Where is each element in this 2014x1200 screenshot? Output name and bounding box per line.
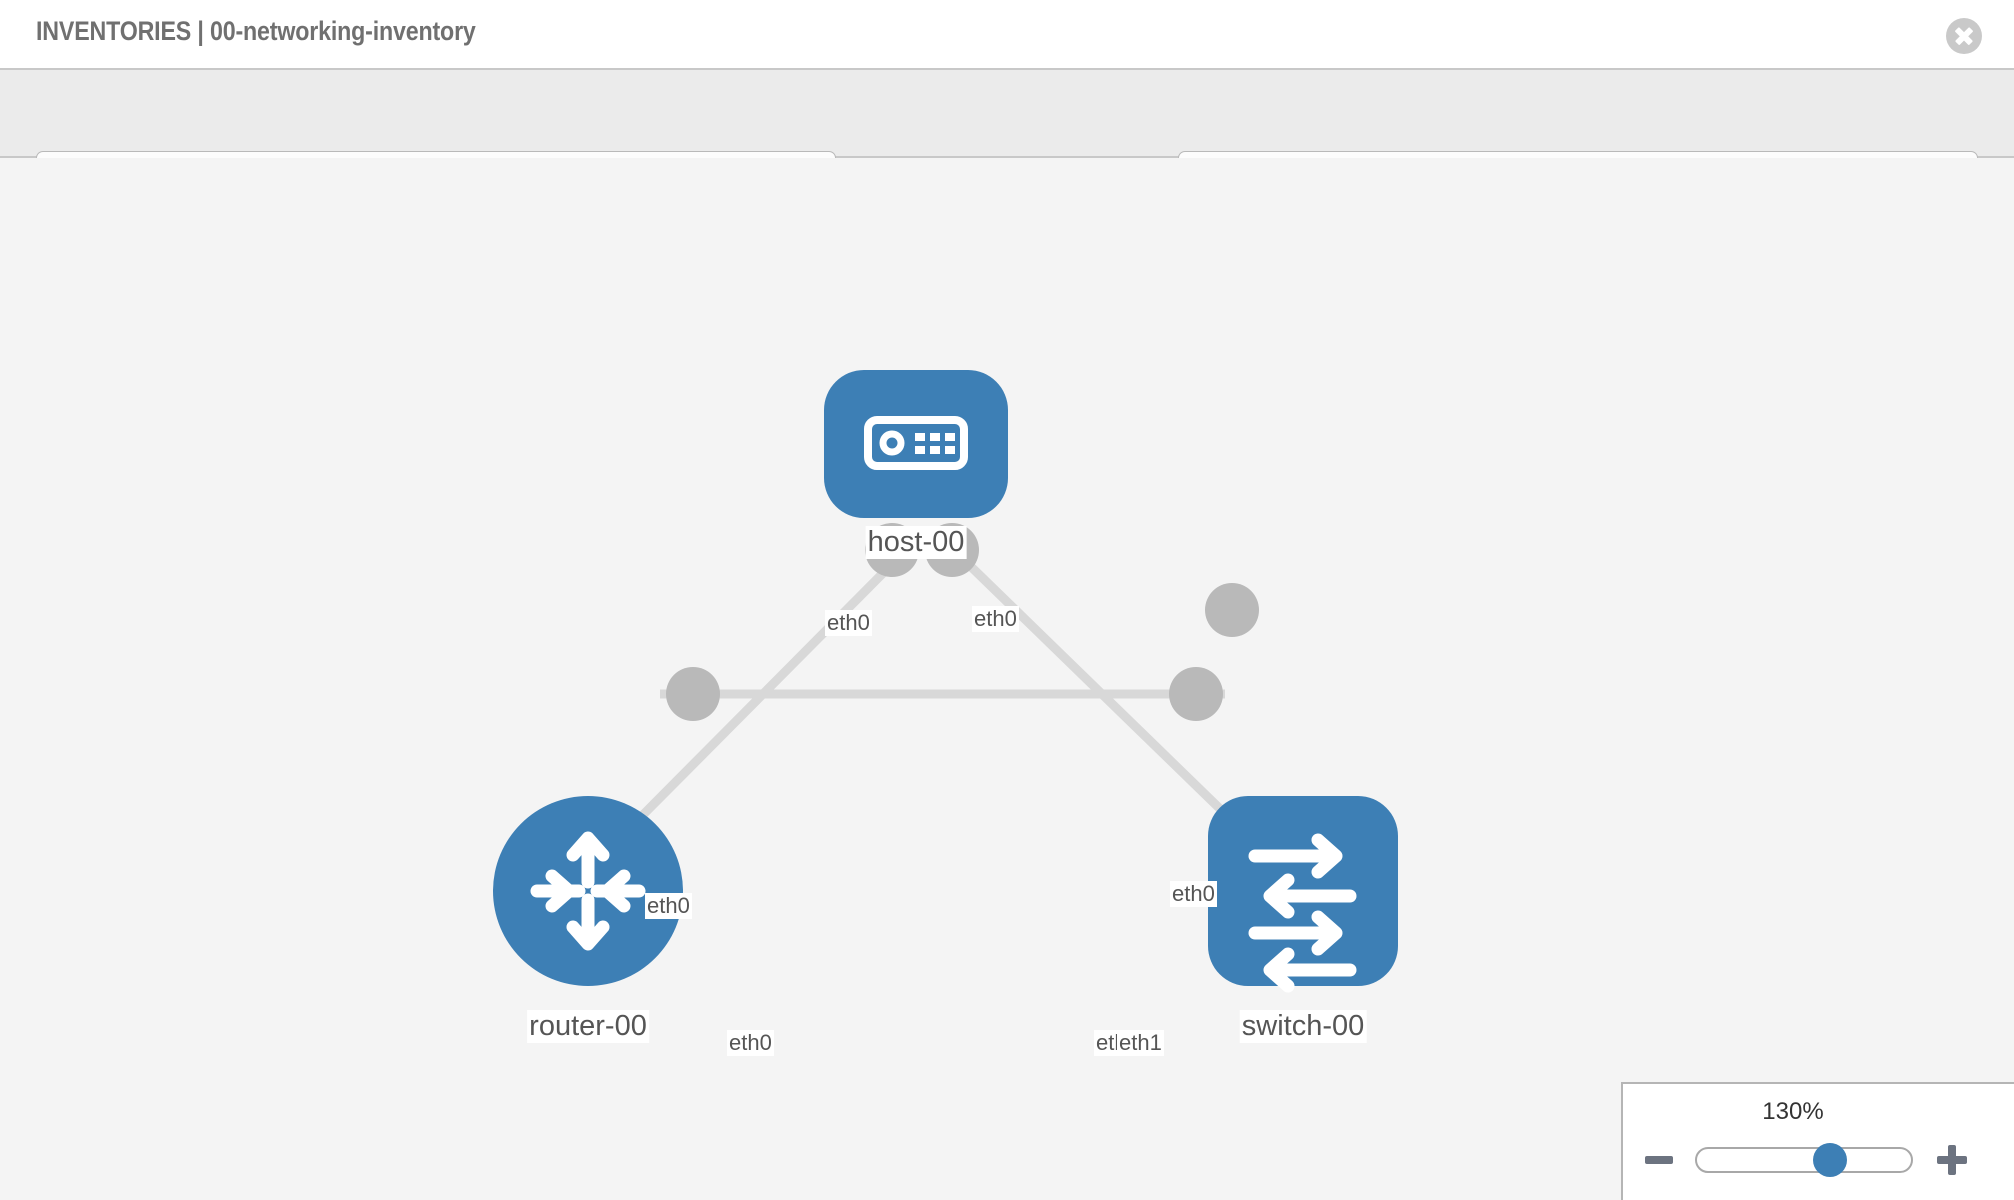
port-switch-upper (1205, 583, 1259, 637)
topology-canvas[interactable]: host-00 router-00 switch-00 eth0 eth0 et… (0, 158, 2014, 1200)
link-label: eth0 (727, 1030, 774, 1056)
zoom-percent-label: 130% (1762, 1098, 1824, 1125)
node-router-00 (493, 796, 683, 986)
node-label-host: host-00 (865, 526, 967, 559)
port-switch-left (1169, 667, 1223, 721)
graph-edges (616, 552, 1254, 842)
node-switch-00 (1208, 796, 1398, 993)
page-title: INVENTORIES | 00-networking-inventory (36, 16, 476, 46)
link-label: eth0 (825, 610, 872, 636)
zoom-slider[interactable] (1695, 1143, 1913, 1177)
node-label-switch: switch-00 (1239, 1010, 1367, 1043)
link-label: eth1 (1117, 1030, 1164, 1056)
topology-graph (493, 370, 1398, 993)
link-label: eth0 (1170, 881, 1217, 907)
link-label: eth0 (645, 893, 692, 919)
port-router-right (666, 667, 720, 721)
page-header: INVENTORIES | 00-networking-inventory (0, 0, 2014, 68)
zoom-control-panel: 130% (1621, 1082, 2014, 1200)
link-label: eth0 (972, 606, 1019, 632)
zoom-slider-thumb[interactable] (1812, 1143, 1847, 1177)
zoom-slider-row (1645, 1140, 2005, 1180)
toolbar: ACTIONS SEARCH (0, 68, 2014, 203)
zoom-out-button[interactable] (1645, 1156, 1673, 1164)
close-icon[interactable] (1946, 18, 1982, 54)
node-label-router: router-00 (527, 1010, 649, 1043)
node-host-00 (824, 370, 1008, 518)
zoom-in-button[interactable] (1937, 1145, 1967, 1175)
